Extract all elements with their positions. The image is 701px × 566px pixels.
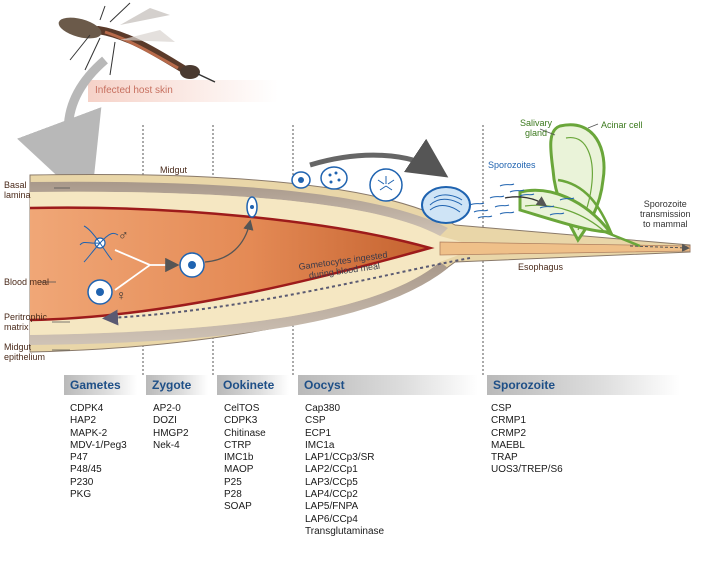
gene-item: LAP2/CCp1 xyxy=(305,464,358,476)
label-male-symbol: ♂ xyxy=(118,227,129,243)
gene-item: PKG xyxy=(70,489,92,501)
gene-item: LAP5/FNPA xyxy=(305,501,359,513)
midgut-lumen xyxy=(30,207,430,320)
gene-item: Cap380 xyxy=(305,403,341,414)
gene-item: P25 xyxy=(224,476,242,488)
epithelium-top xyxy=(30,181,448,236)
female-gamete-icon xyxy=(87,279,113,305)
oocyst-stages xyxy=(291,166,403,202)
stage-header-ookinete: Ookinete xyxy=(217,375,289,395)
stage-header-zygote: Zygote xyxy=(146,375,208,395)
gene-item: Nek-4 xyxy=(153,439,180,451)
gene-item: MAEBL xyxy=(491,439,525,451)
epithelium-bottom xyxy=(30,262,448,345)
gene-list-gametes: CDPK4 HAP2 MAPK-2 MDV-1/Peg3 P47 P48/45 … xyxy=(70,403,127,501)
gene-item: P47 xyxy=(70,452,88,464)
label-acinar-cell: Acinar cell xyxy=(601,120,643,130)
salivary-gland-icon xyxy=(518,123,641,248)
stage-header-gametes: Gametes xyxy=(64,375,137,395)
gene-item: MAOP xyxy=(224,464,254,476)
zygote-icon xyxy=(179,252,205,278)
gene-list-ookinete: CelTOS CDPK3 Chitinase CTRP IMC1b MAOP P… xyxy=(224,403,266,514)
gene-item: CTRP xyxy=(224,439,252,451)
gene-item: LAP4/CCp2 xyxy=(305,489,358,501)
ookinete-icon xyxy=(246,196,258,218)
gene-list-zygote: AP2-0 DOZI HMGP2 Nek-4 xyxy=(153,403,189,452)
sporozoite-migration-arrow xyxy=(504,196,548,207)
gene-item: LAP3/CCp5 xyxy=(305,476,358,488)
gene-item: Transglutaminase xyxy=(305,525,385,537)
oocyst-development-arrow xyxy=(309,138,449,178)
gene-item: TRAP xyxy=(491,452,518,464)
label-female-symbol: ♀ xyxy=(116,287,127,303)
esophagus-tube xyxy=(439,241,691,256)
gene-item: CRMP2 xyxy=(491,427,527,439)
gene-item: HAP2 xyxy=(70,415,97,427)
gene-item: DOZI xyxy=(153,415,177,427)
gene-item: P28 xyxy=(224,489,242,501)
gene-item: P48/45 xyxy=(70,464,102,476)
gene-item: MAPK-2 xyxy=(70,427,108,439)
gene-item: IMC1a xyxy=(305,439,335,451)
gene-item: CSP xyxy=(305,415,326,427)
gene-item: MDV-1/Peg3 xyxy=(70,439,127,451)
stage-header-oocyst: Oocyst xyxy=(298,375,478,395)
oocyst-mature-icon xyxy=(421,186,471,224)
gene-item: ECP1 xyxy=(305,427,332,439)
label-midgut: Midgut xyxy=(160,165,188,175)
gene-item: CelTOS xyxy=(224,403,260,414)
gene-item: HMGP2 xyxy=(153,427,189,439)
gene-item: CDPK4 xyxy=(70,403,104,414)
stage-header-sporozoite: Sporozoite xyxy=(487,375,680,395)
gene-item: P230 xyxy=(70,476,94,488)
gene-item: AP2-0 xyxy=(153,403,181,414)
gene-item: LAP1/CCp3/SR xyxy=(305,452,375,464)
gametocyte-ingestion-arrow xyxy=(102,257,471,326)
gene-item: CRMP1 xyxy=(491,415,527,427)
gene-item: Chitinase xyxy=(224,427,266,439)
leader-lines xyxy=(40,123,599,351)
label-blood-meal: Blood meal xyxy=(4,277,50,287)
gene-item: CDPK3 xyxy=(224,415,258,427)
ingestion-arrow xyxy=(17,56,108,208)
gamete-fusion-arrows xyxy=(114,249,176,291)
mosquito-icon xyxy=(58,2,216,83)
label-sporozoites: Sporozoites xyxy=(488,160,536,170)
label-esophagus: Esophagus xyxy=(518,262,564,272)
sporozoites-icon xyxy=(469,183,575,219)
zygote-to-ookinete-arrow xyxy=(204,219,254,263)
gene-list-oocyst: Cap380 CSP ECP1 IMC1a LAP1/CCp3/SR LAP2/… xyxy=(305,403,384,538)
gene-item: IMC1b xyxy=(224,452,254,464)
gene-item: UOS3/TREP/S6 xyxy=(491,464,563,476)
peritrophic-matrix xyxy=(29,206,435,322)
label-infected-host-skin: Infected host skin xyxy=(95,85,173,96)
gene-item: CSP xyxy=(491,403,512,414)
male-gamete-icon xyxy=(79,225,119,263)
gene-item: SOAP xyxy=(224,501,252,513)
label-sporozoite-transmission: Sporozoite transmission to mammal xyxy=(640,199,691,229)
host-skin-band xyxy=(88,80,278,102)
gene-list-sporozoite: CSP CRMP1 CRMP2 MAEBL TRAP UOS3/TREP/S6 xyxy=(491,403,563,477)
gene-item: LAP6/CCp4 xyxy=(305,513,358,525)
